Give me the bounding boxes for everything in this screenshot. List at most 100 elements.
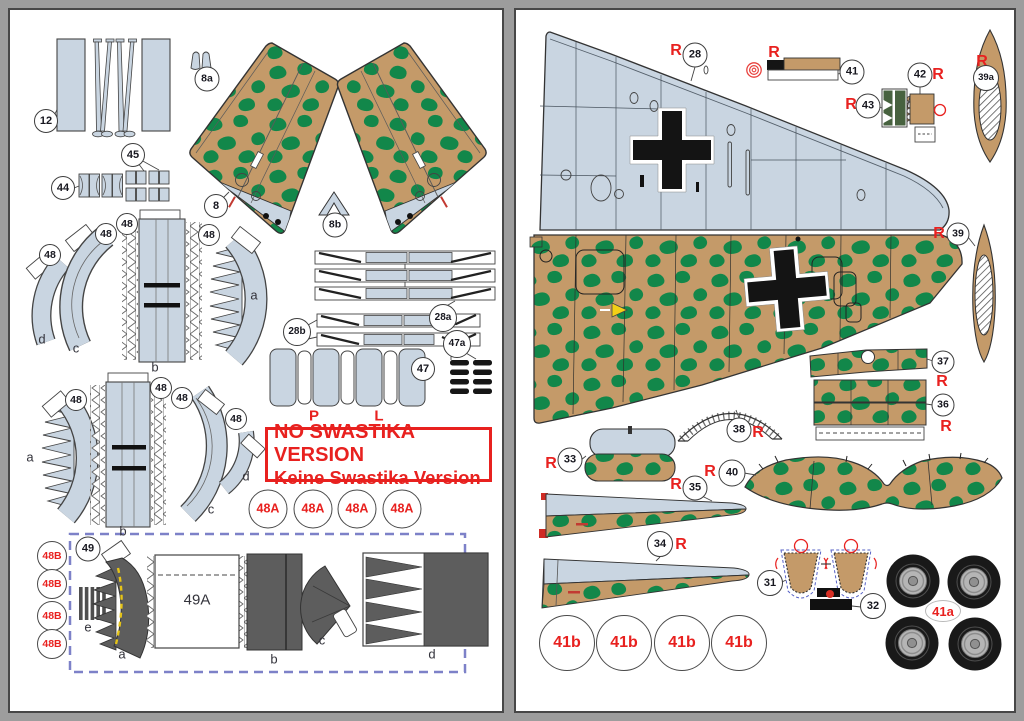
- no-swastika-notice: NO SWASTIKA VERSION Keine Swastika Versi…: [265, 421, 492, 488]
- sub-part-e: e: [84, 619, 92, 635]
- sub-part-d: d: [428, 646, 436, 662]
- sub-part-b: b: [151, 359, 159, 375]
- part-label-41b: 41b: [596, 615, 652, 671]
- part-label-28a: 28a: [429, 304, 457, 332]
- part-label-41b: 41b: [654, 615, 710, 671]
- part-label-48A: 48A: [337, 489, 377, 529]
- page-left: NO SWASTIKA VERSION Keine Swastika Versi…: [8, 8, 504, 713]
- right-marker-R: R: [675, 536, 687, 553]
- sub-part-a: a: [118, 646, 126, 662]
- part-39-blade: [967, 223, 996, 364]
- part-41-group: [746, 57, 843, 81]
- part-label-28b: 28b: [283, 318, 311, 346]
- fuselage-upper-half: [539, 31, 950, 231]
- part-label-37: 37: [931, 350, 955, 374]
- sub-part-c: c: [318, 632, 326, 648]
- notice-line-2: Keine Swastika Version: [274, 466, 481, 488]
- part-label-42: 42: [907, 62, 933, 88]
- right-marker-R: R: [933, 225, 945, 242]
- part-label-44: 44: [51, 176, 75, 200]
- right-marker-R: R: [670, 476, 682, 493]
- part-label-41b: 41b: [711, 615, 767, 671]
- part-label-48: 48: [150, 377, 172, 399]
- part-49A-box: [147, 554, 247, 649]
- part-44-group: [73, 173, 123, 198]
- part-label-40: 40: [718, 459, 746, 487]
- sub-part-d: d: [38, 331, 46, 347]
- left-page-graphics: [25, 38, 496, 674]
- part-label-41a: 41a: [925, 600, 961, 622]
- part-label-48: 48: [225, 408, 247, 430]
- part-40-butterfly: [743, 452, 1003, 511]
- part-47a-group: [450, 352, 492, 394]
- part-label-48A: 48A: [382, 489, 422, 529]
- part-label-48: 48: [198, 224, 220, 246]
- part-36-strips: [813, 379, 934, 441]
- part-label-12: 12: [34, 109, 58, 133]
- part-label-36: 36: [931, 393, 955, 417]
- part-label-48: 48: [171, 387, 193, 409]
- part-label-38: 38: [726, 417, 752, 443]
- part-label-39a: 39a: [973, 65, 999, 91]
- part-label-41b: 41b: [539, 615, 595, 671]
- part-38-arc: [677, 409, 783, 442]
- part-label-48: 48: [39, 244, 61, 266]
- part-39a-blade: [973, 28, 1007, 163]
- part-label-48: 48: [65, 389, 87, 411]
- part-label-47: 47: [411, 357, 435, 381]
- part-label-47a: 47a: [443, 330, 471, 358]
- part-label-49A: 49A: [183, 591, 211, 609]
- sub-part-a: a: [250, 287, 258, 303]
- part-label-49: 49: [75, 536, 101, 562]
- part-label-35: 35: [682, 475, 708, 501]
- part-label-39: 39: [946, 222, 970, 246]
- part-49a-dark-blade: [91, 539, 150, 659]
- part-label-28: 28: [682, 42, 708, 68]
- part-28a-strips: [314, 250, 496, 309]
- fuselage-lower-half: [529, 234, 965, 424]
- part-label-33: 33: [557, 447, 583, 473]
- part-43-group: [878, 88, 908, 128]
- part-label-48A: 48A: [293, 489, 333, 529]
- right-page-graphics: [529, 28, 1007, 672]
- marking-L: L: [374, 407, 384, 425]
- part-label-48A: 48A: [248, 489, 288, 529]
- part-label-34: 34: [647, 531, 673, 557]
- part-label-8a: 8a: [194, 66, 220, 92]
- part-8a-shape: [190, 51, 212, 72]
- right-marker-R: R: [932, 66, 944, 83]
- part-47-panels: [269, 348, 426, 407]
- right-marker-R: R: [704, 463, 716, 480]
- part-label-48B: 48B: [37, 629, 67, 659]
- part-label-48B: 48B: [37, 601, 67, 631]
- notice-line-1: NO SWASTIKA VERSION: [274, 420, 415, 466]
- part-label-8b: 8b: [322, 212, 348, 238]
- part-label-31: 31: [757, 570, 783, 596]
- sub-part-c: c: [72, 340, 80, 356]
- right-marker-R: R: [940, 418, 952, 435]
- right-marker-R: R: [936, 373, 948, 390]
- part-label-48B: 48B: [37, 541, 67, 571]
- right-marker-R: R: [768, 44, 780, 61]
- part-34-strip: [541, 556, 750, 609]
- sub-part-a: a: [26, 449, 34, 465]
- part-48-top-cluster: [25, 209, 268, 366]
- part-label-32: 32: [860, 593, 886, 619]
- part-label-43: 43: [855, 93, 881, 119]
- part-33-group: [580, 426, 676, 482]
- part-42-group: [903, 87, 947, 143]
- sub-part-d: d: [242, 468, 250, 484]
- part-label-45: 45: [121, 143, 145, 167]
- part-35-strip: [539, 493, 747, 538]
- part-32-group: [810, 588, 862, 610]
- sub-part-b: b: [119, 523, 127, 539]
- right-marker-R: R: [845, 96, 857, 113]
- part-49-d-block: [362, 552, 489, 647]
- right-marker-R: R: [670, 42, 682, 59]
- part-48-bottom-cluster: [41, 372, 266, 528]
- right-marker-R: R: [976, 53, 988, 70]
- right-marker-R: R: [752, 424, 764, 441]
- part-49-c-fan: [300, 565, 357, 645]
- part-37-strip: [809, 348, 934, 378]
